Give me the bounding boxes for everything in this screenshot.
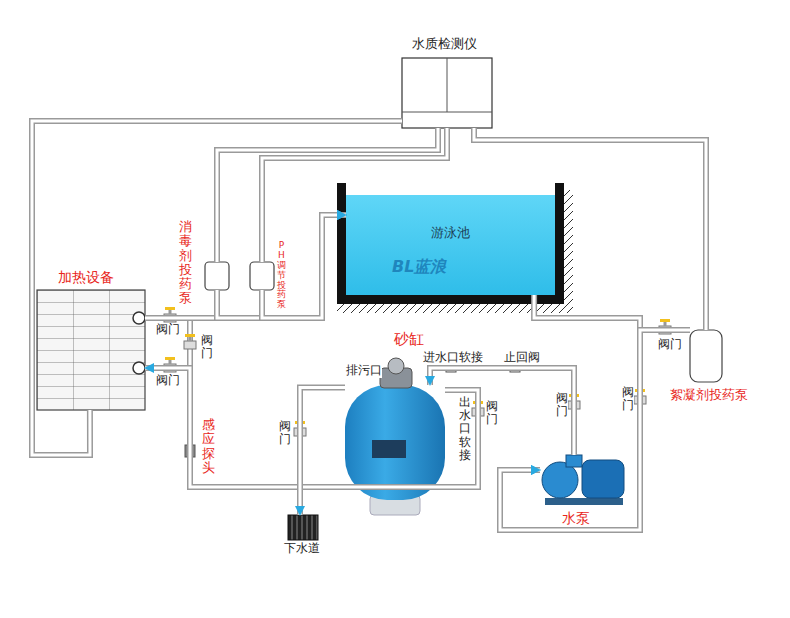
valve-label: 阀门 (658, 338, 682, 352)
water-pipe (262, 128, 447, 262)
equipment-node: 下水道 (288, 515, 318, 540)
valve-label: 阀门 (156, 323, 180, 337)
pipe-wall (217, 215, 346, 318)
equipment-node: 游泳池 (346, 195, 555, 295)
equipment-node: 絮凝剂投药泵 (690, 330, 722, 382)
valve-label: 阀门 (279, 420, 291, 446)
equipment-node: 消毒剂投药泵 (205, 262, 229, 290)
pipe-wall (500, 330, 690, 530)
pipe-bore (500, 295, 640, 530)
node-label: 絮凝剂投药泵 (670, 388, 748, 403)
node-label: 游泳池 (431, 226, 470, 241)
port-label: 进水口软接 (423, 351, 483, 365)
watermark: BL蓝浪 (392, 258, 446, 276)
pipe-wall (300, 388, 345, 516)
equipment-node: 水泵 (540, 455, 625, 505)
valve-label: 阀门 (556, 392, 568, 418)
sensor-label: 感应探头 (202, 418, 215, 475)
equipment-node: PH调节投药泵 (250, 262, 274, 290)
water-pipe (500, 295, 640, 530)
node-label: 砂缸 (394, 331, 424, 348)
pipe-wall (262, 215, 346, 318)
pipe-wall (474, 128, 706, 330)
valve-label: 阀门 (201, 334, 213, 360)
node-label: 加热设备 (58, 269, 114, 285)
port-label: 排污口 (346, 364, 382, 378)
water-pipe (474, 128, 706, 330)
pipe-bore (262, 128, 447, 262)
water-pipe (500, 330, 690, 530)
node-label: 水泵 (562, 510, 590, 526)
pipe-bore (500, 330, 690, 530)
pipe-wall (145, 215, 346, 318)
node-label: 下水道 (284, 542, 320, 556)
water-pipe (430, 368, 574, 455)
valve-label: 阀门 (156, 374, 180, 388)
water-pipe (217, 215, 346, 318)
pipe-wall (262, 128, 447, 262)
node-label: 消毒剂投药泵 (179, 220, 192, 306)
water-pipe (262, 215, 346, 318)
equipment-node: 砂缸 (345, 385, 445, 510)
pipe-bore (474, 128, 706, 330)
equipment-node: 加热设备 (37, 290, 145, 410)
water-pipe (217, 128, 438, 262)
pipe-bore (217, 215, 346, 318)
node-label: 水质检测仪 (412, 37, 477, 52)
pipe-wall (217, 128, 438, 262)
valve-label: 阀门 (486, 400, 498, 426)
water-pipe (145, 215, 346, 318)
pipe-bore (262, 215, 346, 318)
valve-label: 阀门 (622, 386, 634, 412)
pipe-bore (430, 368, 574, 455)
port-label: 出水口软接 (459, 396, 471, 462)
node-label: PH调节投药泵 (277, 241, 286, 310)
pipe-wall (500, 295, 640, 530)
pipe-bore (145, 215, 346, 318)
equipment-node: 水质检测仪 (402, 58, 492, 128)
water-pipe (300, 388, 345, 516)
pipe-bore (300, 388, 345, 516)
pipe-bore (217, 128, 438, 262)
part-label: 止回阀 (504, 351, 540, 365)
pipe-wall (430, 368, 574, 455)
